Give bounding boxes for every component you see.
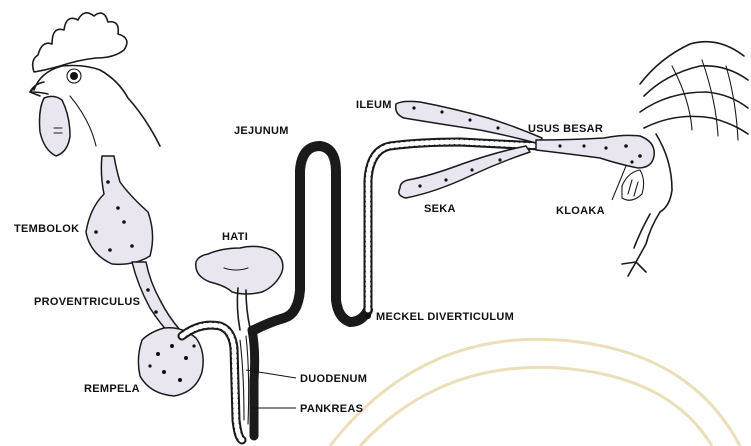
label-usus-besar: USUS BESAR	[528, 123, 603, 135]
ceca	[396, 101, 542, 198]
large-intestine	[536, 135, 654, 168]
label-tembolok: TEMBOLOK	[14, 223, 79, 235]
label-seka: SEKA	[424, 203, 456, 215]
label-rempela: REMPELA	[84, 383, 140, 395]
label-duodenum: DUODENUM	[300, 373, 367, 385]
label-hati: HATI	[222, 231, 248, 243]
gizzard	[138, 328, 203, 396]
rooster-head	[30, 13, 160, 156]
jejunum	[254, 146, 368, 330]
label-meckel-diverticulum: MECKEL DIVERTICULUM	[376, 311, 514, 323]
label-pankreas: PANKREAS	[300, 403, 363, 415]
label-proventriculus: PROVENTRICULUS	[34, 296, 140, 308]
liver	[196, 246, 283, 330]
label-jejunum: JEJUNUM	[234, 125, 289, 137]
watermark-emblem	[330, 339, 740, 446]
crop-and-esophagus	[86, 156, 180, 336]
meckel-diverticulum-point	[365, 313, 371, 319]
label-kloaka: KLOAKA	[556, 205, 605, 217]
label-ileum: ILEUM	[356, 99, 392, 111]
